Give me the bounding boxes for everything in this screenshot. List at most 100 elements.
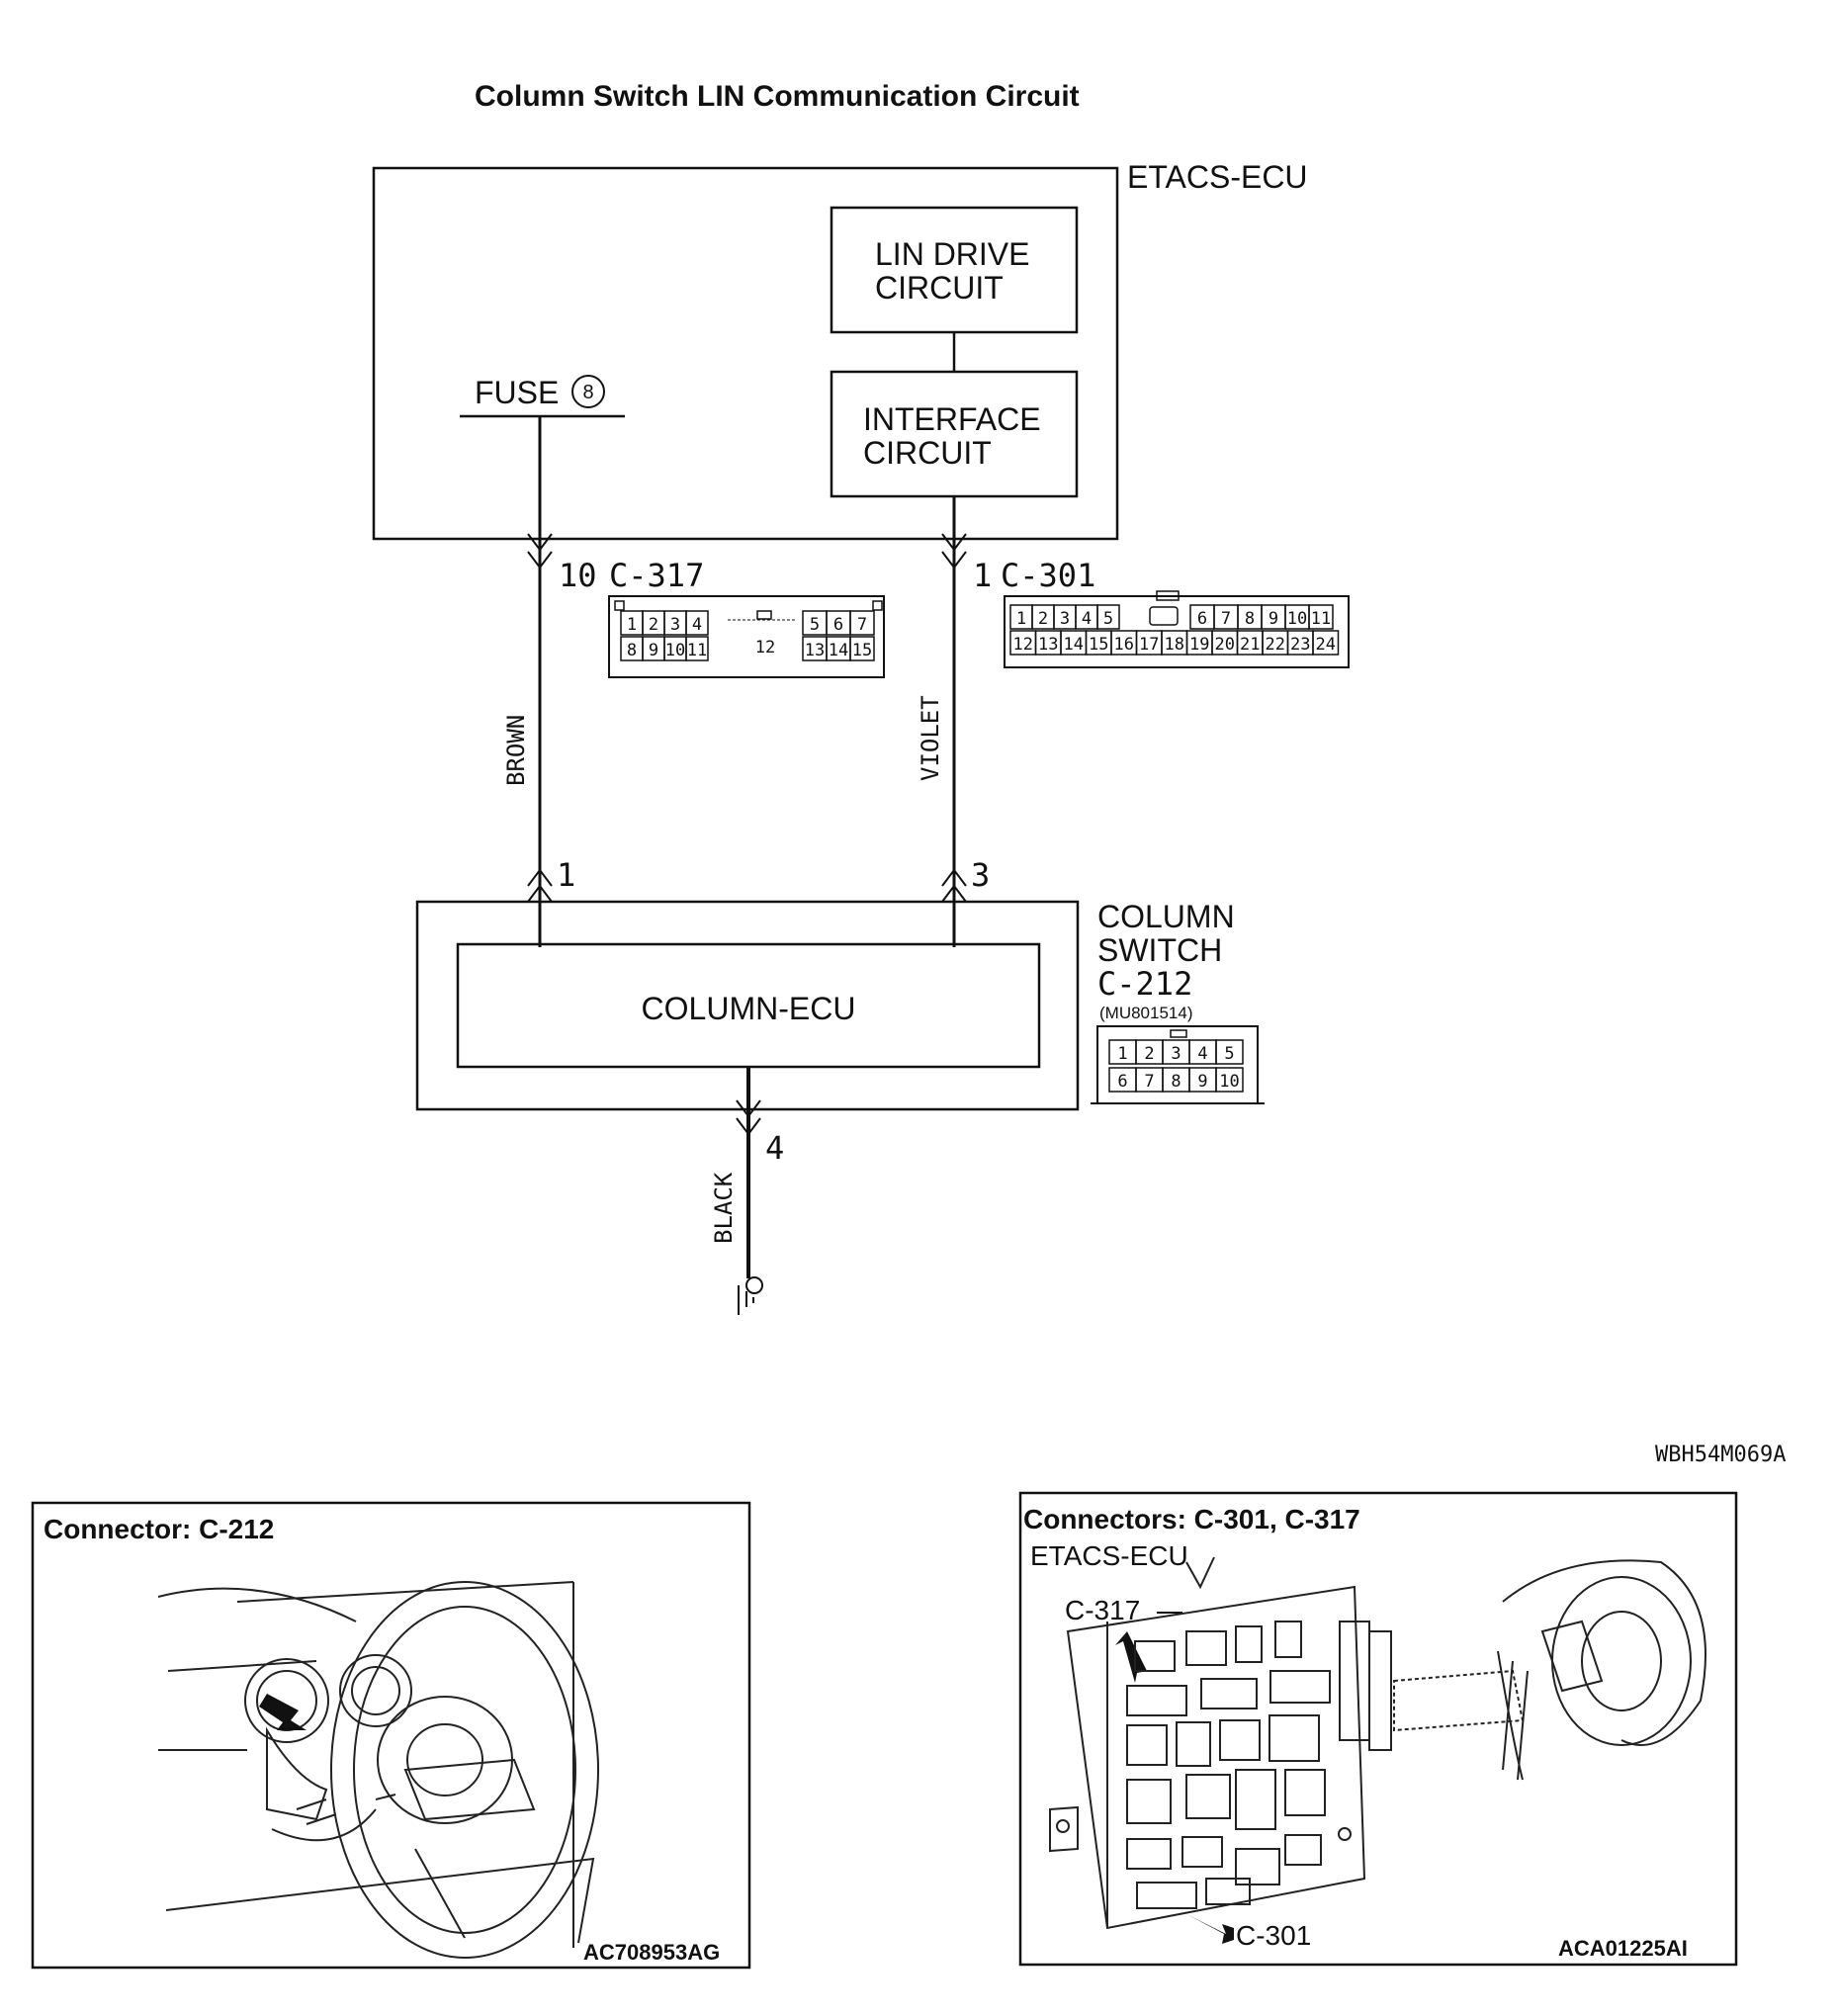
fuse-number-circle (571, 375, 605, 408)
ground-symbol (738, 1276, 763, 1315)
arrow-c301-top (941, 533, 967, 552)
panel2-c301-callout: C-301 (1236, 1920, 1311, 1951)
c301-pin-24: 24 (1316, 635, 1336, 655)
c317-pin-7: 7 (857, 615, 867, 635)
c212-pin-6: 6 (1117, 1072, 1127, 1092)
c301-pin-5: 5 (1103, 609, 1113, 629)
c317-pin-8: 8 (627, 641, 637, 660)
pin-1-etacs-label: 1 (973, 557, 992, 594)
panel1-pointer-arrow (259, 1694, 306, 1730)
steering-wheel-illustration (157, 1581, 599, 1959)
wire-brown-label: BROWN (502, 715, 530, 786)
c301-pin-3: 3 (1060, 609, 1070, 629)
c301-pin-11: 11 (1311, 609, 1331, 629)
arrow-c301-bottom (941, 551, 967, 570)
c317-pin-11: 11 (687, 641, 707, 660)
c301-pin-23: 23 (1290, 635, 1310, 655)
figure-code: WBH54M069A (1655, 1443, 1786, 1467)
c301-pin-1: 1 (1016, 609, 1026, 629)
c317-pin-1: 1 (627, 615, 637, 635)
arrow-ground-bottom (736, 1117, 761, 1136)
column-ecu-label: COLUMN-ECU (642, 991, 856, 1026)
c212-pin-1: 1 (1117, 1044, 1127, 1064)
column-switch-line2: SWITCH (1097, 932, 1222, 968)
column-switch-part: (MU801514) (1099, 1004, 1193, 1022)
c301-pin-9: 9 (1268, 609, 1278, 629)
wire-black-label: BLACK (710, 1172, 738, 1244)
c317-pin-14: 14 (829, 641, 848, 660)
lin-drive-line2: CIRCUIT (875, 270, 1004, 306)
fuse-number: 8 (582, 382, 593, 403)
c212-pin-7: 7 (1144, 1072, 1154, 1092)
c212-pin-10-cell (1215, 1067, 1244, 1093)
arrow-c317-bottom (527, 551, 553, 570)
c301-pin-14: 14 (1064, 635, 1084, 655)
panel2-c317-callout: C-317 (1065, 1595, 1140, 1625)
c212-pin-3: 3 (1171, 1044, 1181, 1064)
c212-pin-8: 8 (1171, 1072, 1181, 1092)
arrow-cs-right-bottom (941, 884, 967, 903)
column-switch-line1: COLUMN (1097, 899, 1235, 934)
lin-drive-line1: LIN DRIVE (875, 236, 1029, 272)
c212-pin-2: 2 (1144, 1044, 1154, 1064)
c317-pin-6: 6 (833, 615, 843, 635)
etacs-ecu-box (372, 166, 1119, 541)
c317-pin-4: 4 (692, 615, 702, 635)
c317-pin-12: 12 (755, 638, 775, 657)
panel2-c301-arrow (1186, 1914, 1234, 1944)
c301-key-slot (1149, 606, 1179, 626)
c301-pin-15: 15 (1089, 635, 1108, 655)
c212-pin-9: 9 (1197, 1072, 1207, 1092)
c317-pin-13: 13 (805, 641, 825, 660)
panel2-subtitle: ETACS-ECU (1030, 1540, 1188, 1571)
c317-pin-7-cell (849, 610, 875, 636)
c212-pin-4: 4 (1197, 1044, 1207, 1064)
interface-line2: CIRCUIT (863, 435, 992, 471)
panel-connector-c212: Connector: C-212 AC708953AG (31, 1501, 751, 1970)
pin-10-label: 10 (559, 557, 597, 594)
c317-pin-2: 2 (649, 615, 658, 635)
c301-pin-4: 4 (1082, 609, 1092, 629)
c301-pin-17: 17 (1139, 635, 1159, 655)
c212-pin-5: 5 (1224, 1044, 1234, 1064)
interface-line1: INTERFACE (863, 401, 1041, 437)
c317-pin-10: 10 (665, 641, 685, 660)
arrow-c317-top (527, 533, 553, 552)
c301-pin-13: 13 (1038, 635, 1058, 655)
c317-pin-11-cell (685, 636, 709, 661)
panel2-c317-arrow (1115, 1631, 1147, 1683)
c301-pin-2: 2 (1038, 609, 1048, 629)
c301-pin-8: 8 (1245, 609, 1255, 629)
c317-pin-5: 5 (810, 615, 820, 635)
pin-1-cs-label: 1 (557, 856, 575, 894)
c317-label: C-317 (609, 557, 704, 594)
panel2-code: ACA01225AI (1558, 1936, 1688, 1961)
panel1-title: Connector: C-212 (44, 1514, 274, 1544)
c301-pin-7: 7 (1221, 609, 1231, 629)
c317-pin-15-cell (849, 636, 875, 661)
panel-connectors-c301-c317: Connectors: C-301, C-317 ETACS-ECU C-317 (1018, 1491, 1738, 1967)
c301-label: C-301 (1001, 557, 1095, 594)
c301-pin-12: 12 (1013, 635, 1033, 655)
panel1-code: AC708953AG (583, 1940, 720, 1965)
c301-pin-16: 16 (1114, 635, 1134, 655)
c301-pin-20: 20 (1215, 635, 1235, 655)
c212-pin-5-cell (1215, 1039, 1244, 1065)
c317-pin-15: 15 (852, 641, 872, 660)
fuse-label: FUSE (475, 375, 559, 410)
c301-pin-19: 19 (1189, 635, 1209, 655)
pin-4-label: 4 (765, 1129, 784, 1167)
c301-pin-22: 22 (1266, 635, 1285, 655)
diagram-title: Column Switch LIN Communication Circuit (475, 80, 1080, 113)
c301-pin-11-cell (1308, 604, 1334, 630)
c301-pin-10: 10 (1287, 609, 1307, 629)
c317-pin-3: 3 (670, 615, 680, 635)
c301-pin-24-cell (1312, 630, 1340, 656)
c301-pin-18: 18 (1165, 635, 1184, 655)
wire-violet-label: VIOLET (917, 695, 944, 781)
pin-3-cs-label: 3 (971, 856, 990, 894)
